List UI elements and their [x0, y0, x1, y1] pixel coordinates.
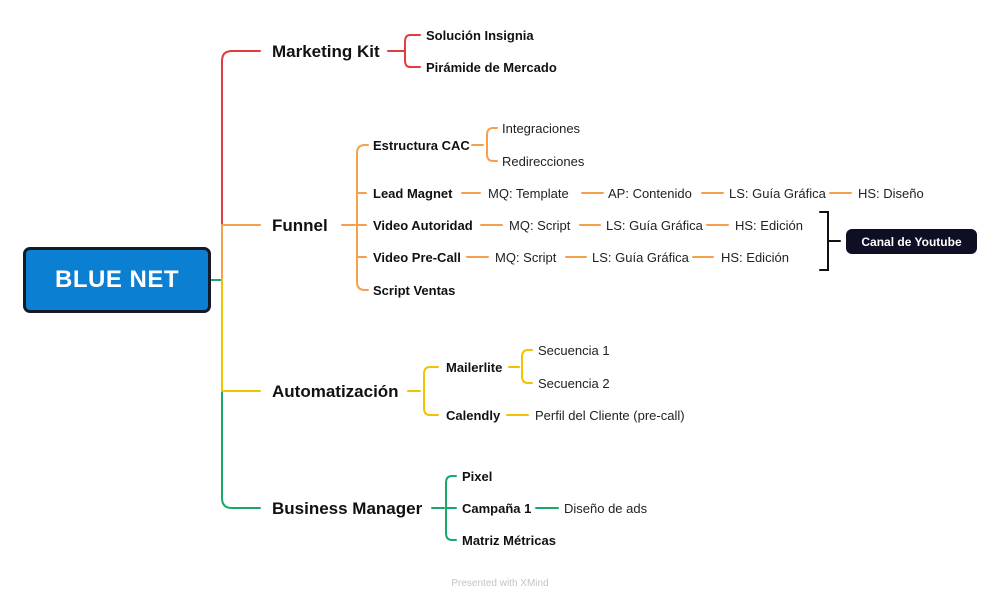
item-video-precall-hs[interactable]: HS: Edición: [721, 250, 789, 265]
root-topic-label: BLUE NET: [55, 266, 179, 293]
item-video-precall-mq[interactable]: MQ: Script: [495, 250, 557, 265]
root-topic[interactable]: BLUE NET: [23, 247, 211, 313]
subtopic-pixel[interactable]: Pixel: [462, 469, 493, 484]
item-secuencia-1[interactable]: Secuencia 1: [538, 343, 610, 358]
item-video-precall-ls[interactable]: LS: Guía Gráfica: [592, 250, 689, 265]
summary-bracket: [819, 211, 841, 271]
subtopic-video-precall[interactable]: Video Pre-Call: [373, 250, 461, 265]
item-lead-magnet-mq[interactable]: MQ: Template: [488, 186, 569, 201]
topic-funnel[interactable]: Funnel: [272, 216, 328, 235]
item-video-autoridad-hs[interactable]: HS: Edición: [735, 218, 803, 233]
item-diseno-de-ads[interactable]: Diseño de ads: [564, 501, 648, 516]
item-lead-magnet-hs[interactable]: HS: Diseño: [858, 186, 924, 201]
topic-automatizacion[interactable]: Automatización: [272, 382, 399, 401]
topic-marketing-kit[interactable]: Marketing Kit: [272, 42, 380, 61]
item-integraciones[interactable]: Integraciones: [502, 121, 581, 136]
connector-business-manager: [210, 279, 261, 509]
footer-credit: Presented with XMind: [451, 578, 549, 589]
subtopic-lead-magnet[interactable]: Lead Magnet: [373, 186, 453, 201]
connector-marketing-kit: [210, 50, 261, 281]
summary-label: Canal de Youtube: [861, 234, 962, 249]
subtopic-script-ventas[interactable]: Script Ventas: [373, 283, 456, 298]
item-lead-magnet-ap[interactable]: AP: Contenido: [608, 186, 692, 201]
subtopic-calendly[interactable]: Calendly: [446, 408, 501, 423]
subtopic-solucion-insignia[interactable]: Solución Insignia: [426, 28, 534, 43]
subtopic-estructura-cac[interactable]: Estructura CAC: [373, 138, 470, 153]
subtopic-matriz-metricas[interactable]: Matriz Métricas: [462, 533, 556, 548]
summary-canal-de-youtube[interactable]: Canal de Youtube: [846, 229, 977, 254]
subtopic-mailerlite[interactable]: Mailerlite: [446, 360, 503, 375]
subtopic-piramide-de-mercado[interactable]: Pirámide de Mercado: [426, 60, 557, 75]
subtopic-video-autoridad[interactable]: Video Autoridad: [373, 218, 473, 233]
item-secuencia-2[interactable]: Secuencia 2: [538, 376, 610, 391]
subtopic-campana-1[interactable]: Campaña 1: [462, 501, 532, 516]
item-video-autoridad-ls[interactable]: LS: Guía Gráfica: [606, 218, 703, 233]
item-lead-magnet-ls[interactable]: LS: Guía Gráfica: [729, 186, 826, 201]
item-perfil-del-cliente[interactable]: Perfil del Cliente (pre-call): [535, 408, 685, 423]
item-redirecciones[interactable]: Redirecciones: [502, 154, 585, 169]
topic-business-manager[interactable]: Business Manager: [272, 499, 423, 518]
item-video-autoridad-mq[interactable]: MQ: Script: [509, 218, 571, 233]
